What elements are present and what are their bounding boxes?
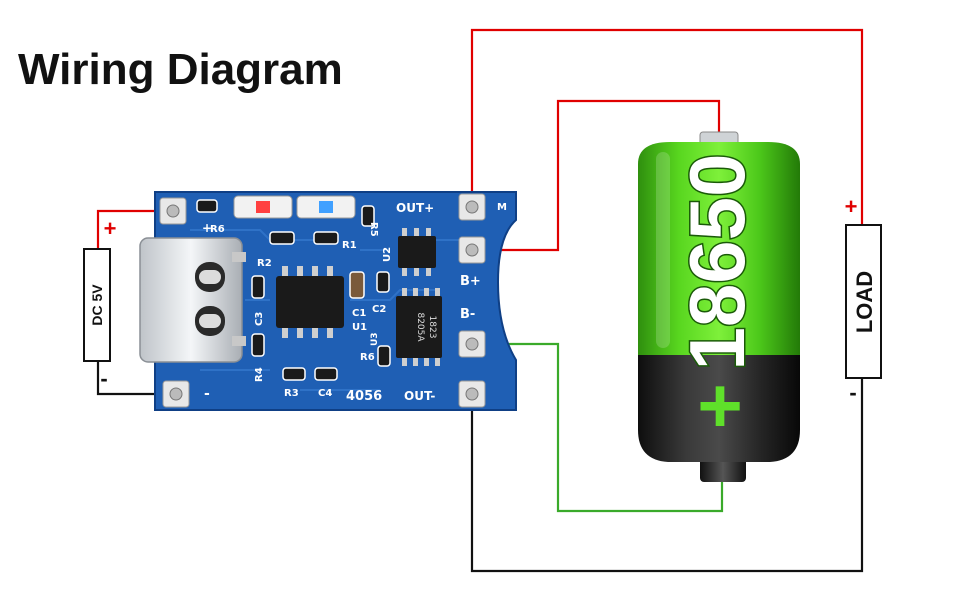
pad-out-minus	[458, 380, 486, 408]
load-label: LOAD	[852, 271, 877, 333]
ic-mosfet: 8205A 1823	[396, 288, 442, 366]
battery-shine	[656, 152, 670, 348]
label-b-plus: B+	[460, 274, 481, 289]
battery-dark-section	[638, 350, 800, 462]
label-c2: C2	[372, 304, 386, 315]
label-c1: C1	[352, 308, 366, 319]
charger-board: 8205A 1823 + R6 - R2 R1 R3 R4 R5	[139, 191, 517, 411]
terminal-pads	[159, 193, 486, 408]
label-r2: R2	[257, 258, 272, 269]
smd-components	[196, 199, 391, 381]
load-box	[845, 224, 882, 379]
led-indicators	[233, 195, 356, 219]
load-minus: -	[849, 380, 856, 405]
label-out-minus: OUT-	[404, 389, 435, 403]
out-negative-wire	[470, 378, 864, 573]
usb-c-connector	[139, 237, 246, 363]
label-corner-mark: M	[497, 202, 507, 213]
silkscreen: + R6 - R2 R1 R3 R4 R5 R6 C1 C2 C3 C4 U1 …	[202, 201, 507, 404]
label-r6: R6	[210, 224, 225, 235]
pad-b-minus	[458, 330, 486, 358]
battery-positive-wire	[472, 99, 721, 252]
label-out-plus: OUT+	[396, 201, 434, 215]
ic-marking-2: 1823	[427, 316, 437, 339]
page-title: Wiring Diagram	[18, 45, 343, 94]
battery-green-section	[638, 142, 800, 355]
battery-negative-cap	[700, 456, 746, 482]
ic-main	[276, 266, 344, 338]
label-r3: R3	[284, 388, 299, 399]
wires	[96, 28, 864, 573]
label-r5: R5	[368, 222, 379, 237]
label-r6b: R6	[360, 352, 375, 363]
ic-protection	[398, 228, 436, 276]
battery-negative-wire	[472, 342, 724, 513]
battery-label: 18650	[673, 154, 761, 371]
pad-b-plus	[458, 236, 486, 264]
input-negative-wire	[96, 362, 176, 396]
battery-plus-symbol: +	[697, 361, 743, 449]
label-u1: U1	[352, 322, 367, 333]
power-input-label: DC 5V	[89, 284, 105, 326]
label-u2: U2	[382, 247, 393, 262]
label-in-plus: +	[202, 221, 212, 235]
load-plus: +	[845, 194, 858, 219]
label-b-minus: B-	[460, 307, 475, 322]
input-positive-wire	[96, 209, 172, 250]
label-u3: U3	[370, 332, 380, 346]
power-input-box	[83, 248, 111, 362]
pad-out-plus	[458, 193, 486, 221]
power-input-plus: +	[104, 216, 117, 241]
pad-in-plus	[159, 197, 187, 225]
label-c3: C3	[254, 312, 265, 326]
power-input-minus: -	[100, 366, 107, 391]
label-model: 4056	[346, 389, 382, 404]
label-in-minus: -	[204, 386, 210, 402]
pad-in-minus	[162, 380, 190, 408]
load: LOAD + -	[845, 194, 882, 405]
out-positive-wire	[470, 28, 864, 226]
label-r1: R1	[342, 240, 357, 251]
label-r4: R4	[254, 367, 265, 382]
battery-18650: 18650 +	[638, 131, 800, 482]
label-c4: C4	[318, 388, 332, 399]
ic-marking-1: 8205A	[415, 312, 425, 342]
power-input: DC 5V + -	[83, 216, 117, 391]
